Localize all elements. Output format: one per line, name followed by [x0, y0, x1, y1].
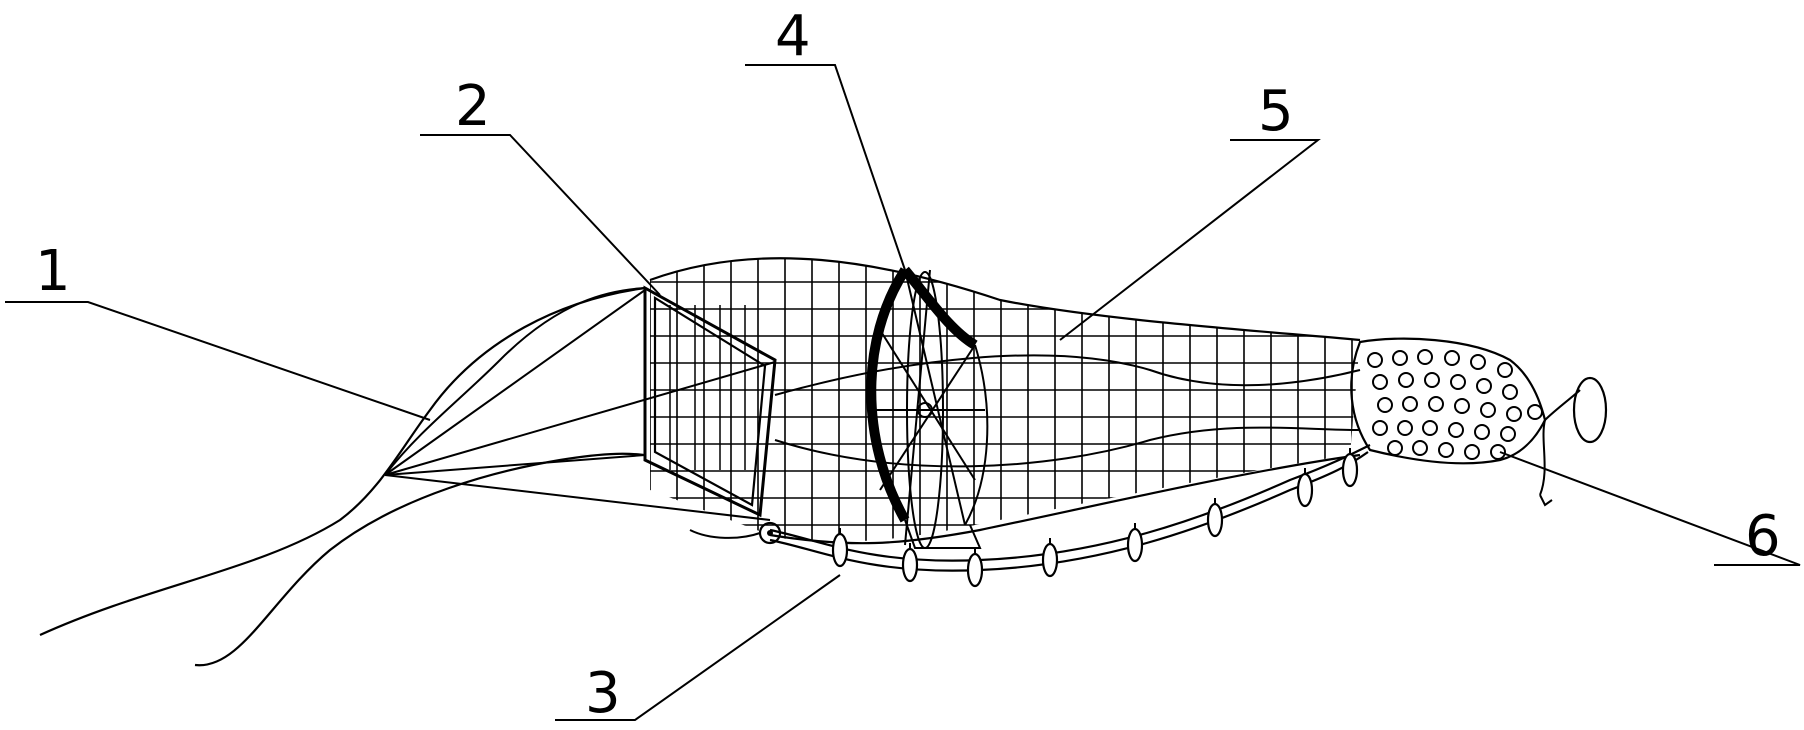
label-5: 5: [1258, 79, 1294, 144]
bridle-lines: [384, 287, 776, 521]
label-4: 4: [775, 4, 811, 69]
frame-brace-bottom: [644, 459, 761, 516]
label-3: 3: [585, 661, 621, 726]
label-6: 6: [1745, 504, 1781, 569]
net-body-outline: [649, 257, 1361, 342]
net-inner-curve-upper: [774, 354, 1361, 396]
leader-lines: [5, 64, 1801, 721]
label-1: 1: [35, 239, 71, 304]
codend: [1350, 337, 1608, 507]
net-inner-curve-lower: [774, 426, 1361, 468]
net-mouth-frame: [643, 285, 777, 518]
spreader-wheel: [866, 266, 989, 549]
ground-rope: [769, 444, 1371, 562]
frame-brace-top: [644, 287, 776, 361]
towing-warp-upper: [39, 286, 646, 637]
towing-warp-lower: [194, 452, 646, 667]
label-2: 2: [455, 74, 491, 139]
shackle: [689, 521, 782, 545]
net-body-bottom-edge: [769, 453, 1361, 545]
ground-rope-inner: [769, 451, 1369, 572]
float-row: [831, 448, 1359, 588]
